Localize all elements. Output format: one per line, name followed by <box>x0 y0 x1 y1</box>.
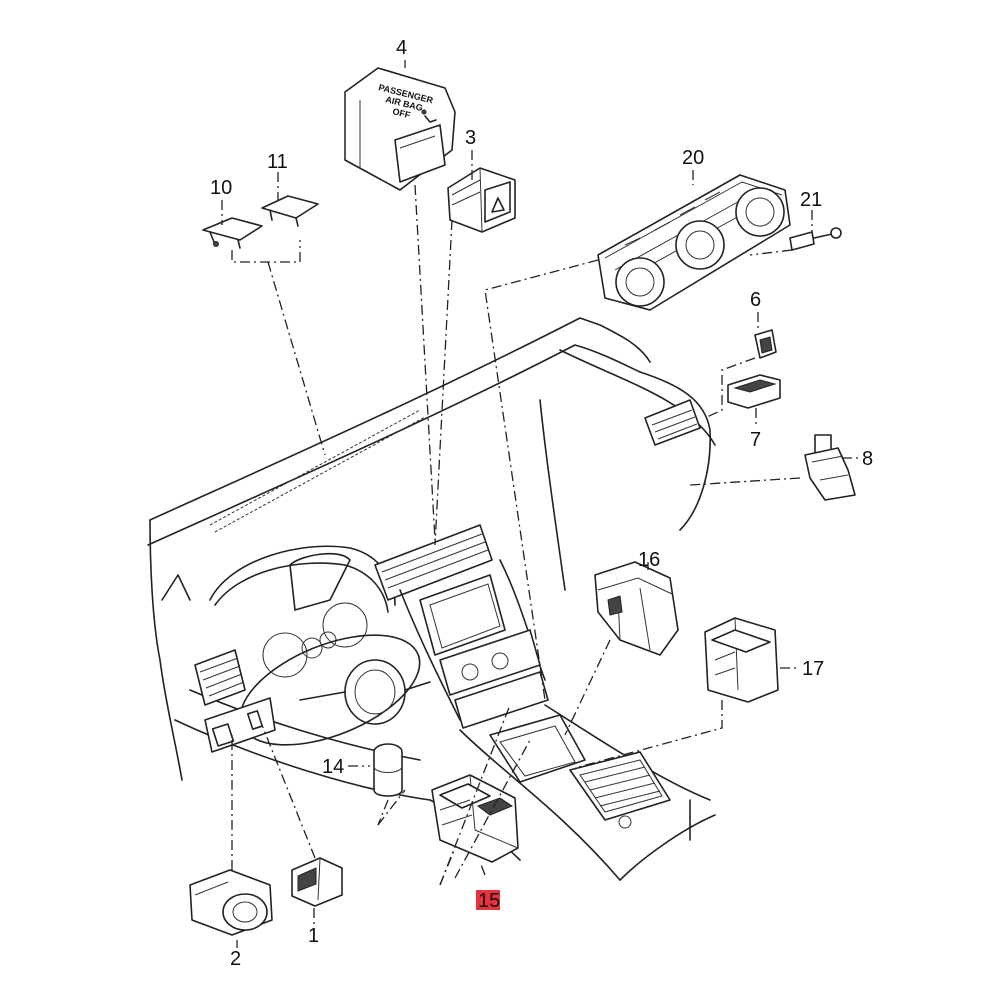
callout-4: 4 <box>396 37 407 59</box>
part-20-climate-control-panel <box>597 174 791 311</box>
callout-14: 14 <box>322 756 344 778</box>
airbag-plate-line-3: OFF <box>392 106 412 120</box>
part-4-airbag-indicator-plate: PASSENGER AIR BAG OFF <box>344 67 456 191</box>
callout-8: 8 <box>862 448 873 470</box>
callout-11: 11 <box>267 151 288 173</box>
callout-17: 17 <box>802 658 824 680</box>
leader-lines <box>221 60 858 948</box>
part-15-switch-block <box>431 774 519 863</box>
part-17-parking-brake-switch <box>704 617 779 703</box>
part-11-cover-cap <box>261 195 319 227</box>
callout-labels: 4 3 10 11 20 21 6 7 8 16 17 14 15 1 2 <box>210 37 873 970</box>
part-6-switch-plate <box>754 329 777 359</box>
part-8-sensor <box>804 434 856 501</box>
callout-2: 2 <box>230 948 241 970</box>
callout-20: 20 <box>682 147 704 169</box>
part-14-start-stop-button <box>373 743 403 797</box>
callout-1: 1 <box>308 925 319 947</box>
part-16-switch-block <box>594 561 679 656</box>
callout-7: 7 <box>750 429 761 451</box>
airbag-seat-icon <box>421 109 437 123</box>
callout-21: 21 <box>800 189 822 211</box>
part-10-cover-cap <box>202 217 263 249</box>
callout-15: 15 <box>478 890 500 912</box>
callout-15-highlight <box>476 890 500 910</box>
callout-6: 6 <box>750 289 761 311</box>
part-1-switch <box>291 857 343 907</box>
callout-10: 10 <box>210 177 232 199</box>
part-2-light-switch <box>189 869 273 936</box>
callout-3: 3 <box>465 127 476 149</box>
callout-16: 16 <box>638 549 660 571</box>
part-7-switch <box>727 374 781 409</box>
part-21-sensor <box>789 227 842 251</box>
part-3-hazard-switch <box>447 167 516 233</box>
dashboard-body <box>147 317 716 881</box>
